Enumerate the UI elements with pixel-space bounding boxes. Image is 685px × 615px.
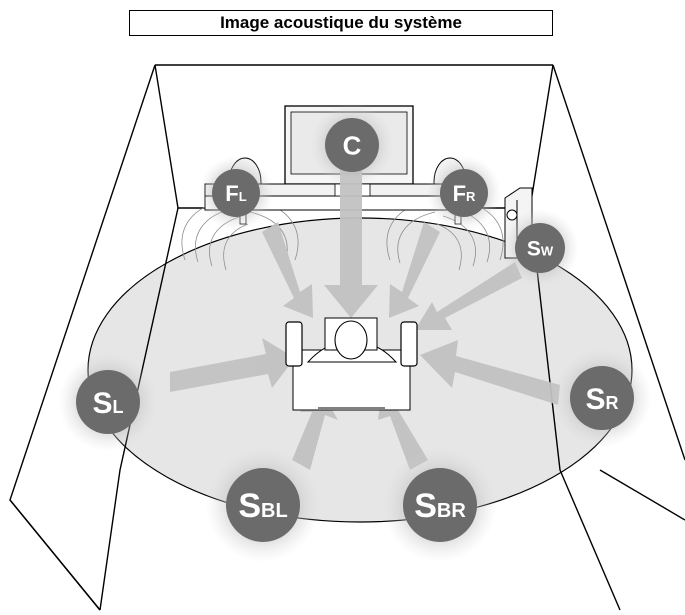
speaker-label-sub: W	[541, 244, 554, 259]
speaker-label-main: F	[225, 181, 238, 206]
speaker-label: FR	[453, 181, 476, 206]
diagram-title: Image acoustique du système	[129, 10, 553, 36]
speaker-label-sub: BL	[261, 500, 288, 522]
speaker-bubble	[76, 370, 140, 434]
speaker-label: C	[343, 130, 362, 160]
speaker-label-sub: L	[113, 397, 124, 417]
speaker-fr: FR	[426, 155, 502, 231]
speaker-label: FL	[225, 181, 246, 206]
speaker-label-main: S	[92, 387, 112, 420]
speaker-label-sub: R	[466, 189, 476, 204]
speaker-bubble	[440, 169, 488, 217]
speaker-label: SL	[92, 387, 123, 420]
speaker-label-main: F	[453, 181, 466, 206]
speaker-label: SR	[585, 383, 618, 416]
speaker-sr: SR	[552, 348, 652, 448]
speaker-label-main: S	[527, 238, 541, 261]
speaker-bubble	[403, 468, 477, 542]
speaker-label-sub: R	[606, 393, 619, 413]
speaker-sl: SL	[58, 352, 158, 452]
speaker-label-sub: BR	[437, 500, 466, 522]
room-walls	[9, 64, 685, 611]
speaker-c: C	[310, 103, 394, 187]
speaker-label: SW	[527, 238, 554, 261]
speaker-bubble	[212, 169, 260, 217]
speaker-label-main: S	[585, 383, 605, 416]
speaker-bubble	[570, 366, 634, 430]
speaker-label-main: S	[414, 487, 437, 525]
speaker-label: SBR	[414, 487, 466, 525]
speaker-bubble	[515, 223, 565, 273]
listener-in-chair-icon	[285, 317, 418, 411]
speaker-bubble	[226, 468, 300, 542]
speaker-label: SBL	[238, 487, 287, 525]
speaker-sw: SW	[501, 209, 579, 287]
speaker-sbl: SBL	[205, 447, 321, 563]
speaker-fl: FL	[198, 155, 274, 231]
speaker-bubble	[325, 118, 379, 172]
speaker-label-main: C	[343, 130, 362, 160]
speaker-sbr: SBR	[382, 447, 498, 563]
speaker-label-sub: L	[239, 189, 247, 204]
speaker-label-main: S	[238, 487, 261, 525]
